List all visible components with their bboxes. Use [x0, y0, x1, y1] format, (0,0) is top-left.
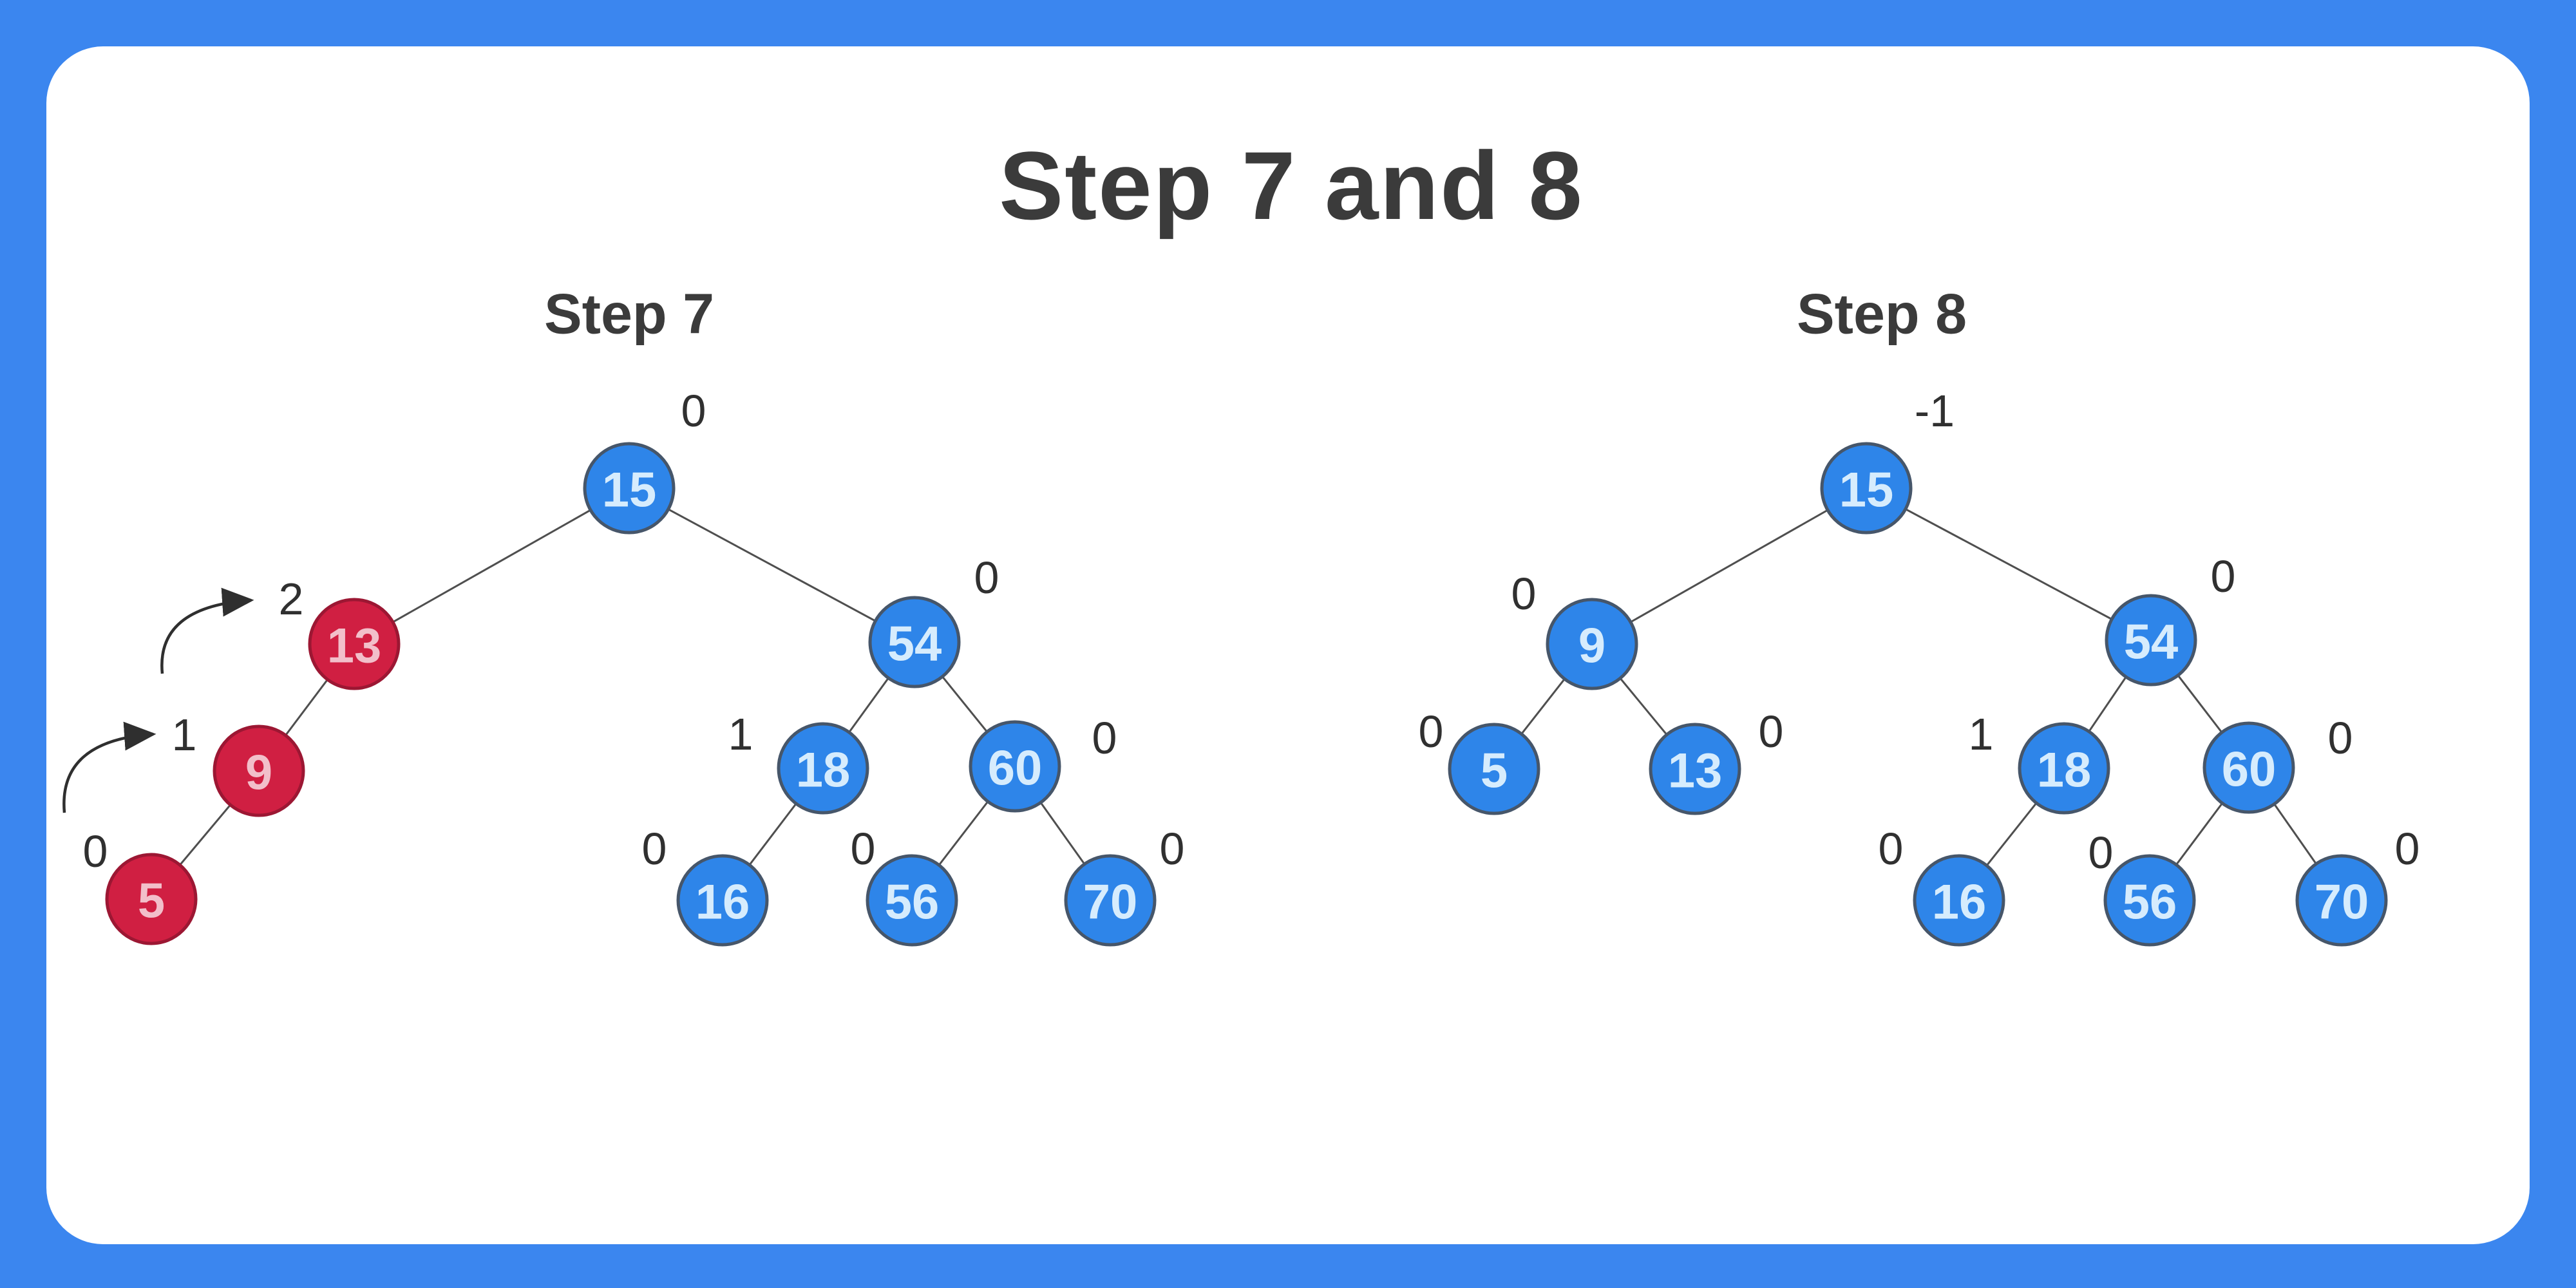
tree-node-circle [2103, 854, 2196, 947]
tree-node-value: 18 [796, 743, 851, 798]
tree-node-value: 70 [2315, 875, 2369, 930]
balance-factor-label: 0 [974, 553, 999, 603]
tree-node-value: 60 [988, 741, 1043, 796]
balance-factor-label: 0 [681, 386, 706, 436]
tree-node-value: 56 [885, 875, 940, 930]
tree-node-value: 16 [1932, 875, 1987, 930]
balance-factor-label: -1 [1915, 386, 1955, 436]
tree-node-circle [866, 854, 958, 947]
tree-node-value: 5 [138, 874, 165, 929]
balance-factor-label: 0 [1759, 706, 1784, 757]
balance-factor-label: 0 [1511, 569, 1537, 619]
tree-node-circle [583, 442, 676, 535]
tree-edge [1866, 487, 2152, 641]
tree-node-circle [2105, 594, 2197, 687]
content-card [46, 46, 2530, 1244]
tree-node-circle [2202, 721, 2295, 814]
tree-node-value: 13 [1668, 744, 1723, 799]
tree-node-circle [2018, 722, 2110, 815]
tree-node-circle [868, 596, 961, 688]
main-title: Step 7 and 8 [999, 131, 1584, 240]
balance-factor-label: 0 [1092, 713, 1117, 763]
tree-node-value: 70 [1083, 875, 1138, 930]
tree-node-value: 16 [696, 875, 750, 930]
tree-edge [1591, 487, 1867, 645]
tree-node-value: 56 [2123, 875, 2177, 930]
tree-node-value: 18 [2037, 743, 2092, 798]
balance-factor-label: 1 [1969, 709, 1994, 759]
balance-factor-label: 0 [2088, 828, 2114, 878]
balance-factor-label: 0 [1879, 824, 1904, 874]
tree-node-circle [2295, 854, 2388, 947]
tree-node-circle [1820, 442, 1913, 535]
tree-node-circle [1913, 854, 2005, 947]
balance-factor-label: 0 [2328, 713, 2353, 763]
tree-node-value: 15 [602, 463, 657, 518]
tree-node-circle [1064, 854, 1157, 947]
tree-node-circle [105, 853, 198, 945]
tree-node-value: 60 [2222, 743, 2277, 797]
balance-factor-label: 1 [728, 709, 753, 759]
balance-factor-label: 0 [1419, 706, 1444, 757]
balance-factor-label: 2 [279, 574, 304, 624]
tree-node-value: 5 [1481, 744, 1508, 799]
tree-node-circle [676, 854, 769, 947]
tree-node-circle [1448, 723, 1540, 815]
balance-factor-label: 0 [1160, 824, 1185, 874]
balance-factor-label: 0 [851, 824, 876, 874]
tree-node-value: 9 [1578, 619, 1605, 674]
tree-node-value: 54 [2124, 615, 2179, 670]
balance-factor-label: 0 [2395, 824, 2420, 874]
balance-factor-label: 0 [2211, 551, 2236, 601]
tree-node-circle [1546, 598, 1638, 690]
tree-title: Step 8 [1797, 282, 1967, 346]
tree-node-value: 13 [327, 619, 382, 674]
balance-factor-label: 1 [172, 710, 197, 760]
tree-node-value: 9 [245, 746, 272, 800]
tree-node-circle [777, 722, 869, 815]
tree-edge [629, 487, 915, 643]
tree-node-circle [969, 720, 1061, 813]
tree-node-value: 15 [1839, 463, 1894, 518]
tree-title: Step 7 [544, 282, 714, 346]
tree-node-circle [308, 598, 401, 690]
rotation-arrow [160, 587, 254, 674]
balance-factor-label: 0 [642, 824, 667, 874]
rotation-arrow [62, 721, 156, 813]
tree-node-value: 54 [887, 617, 942, 672]
tree-edge [354, 487, 630, 645]
balance-factor-label: 0 [83, 826, 108, 876]
tree-node-circle [1649, 723, 1741, 815]
tree-node-circle [213, 724, 305, 817]
